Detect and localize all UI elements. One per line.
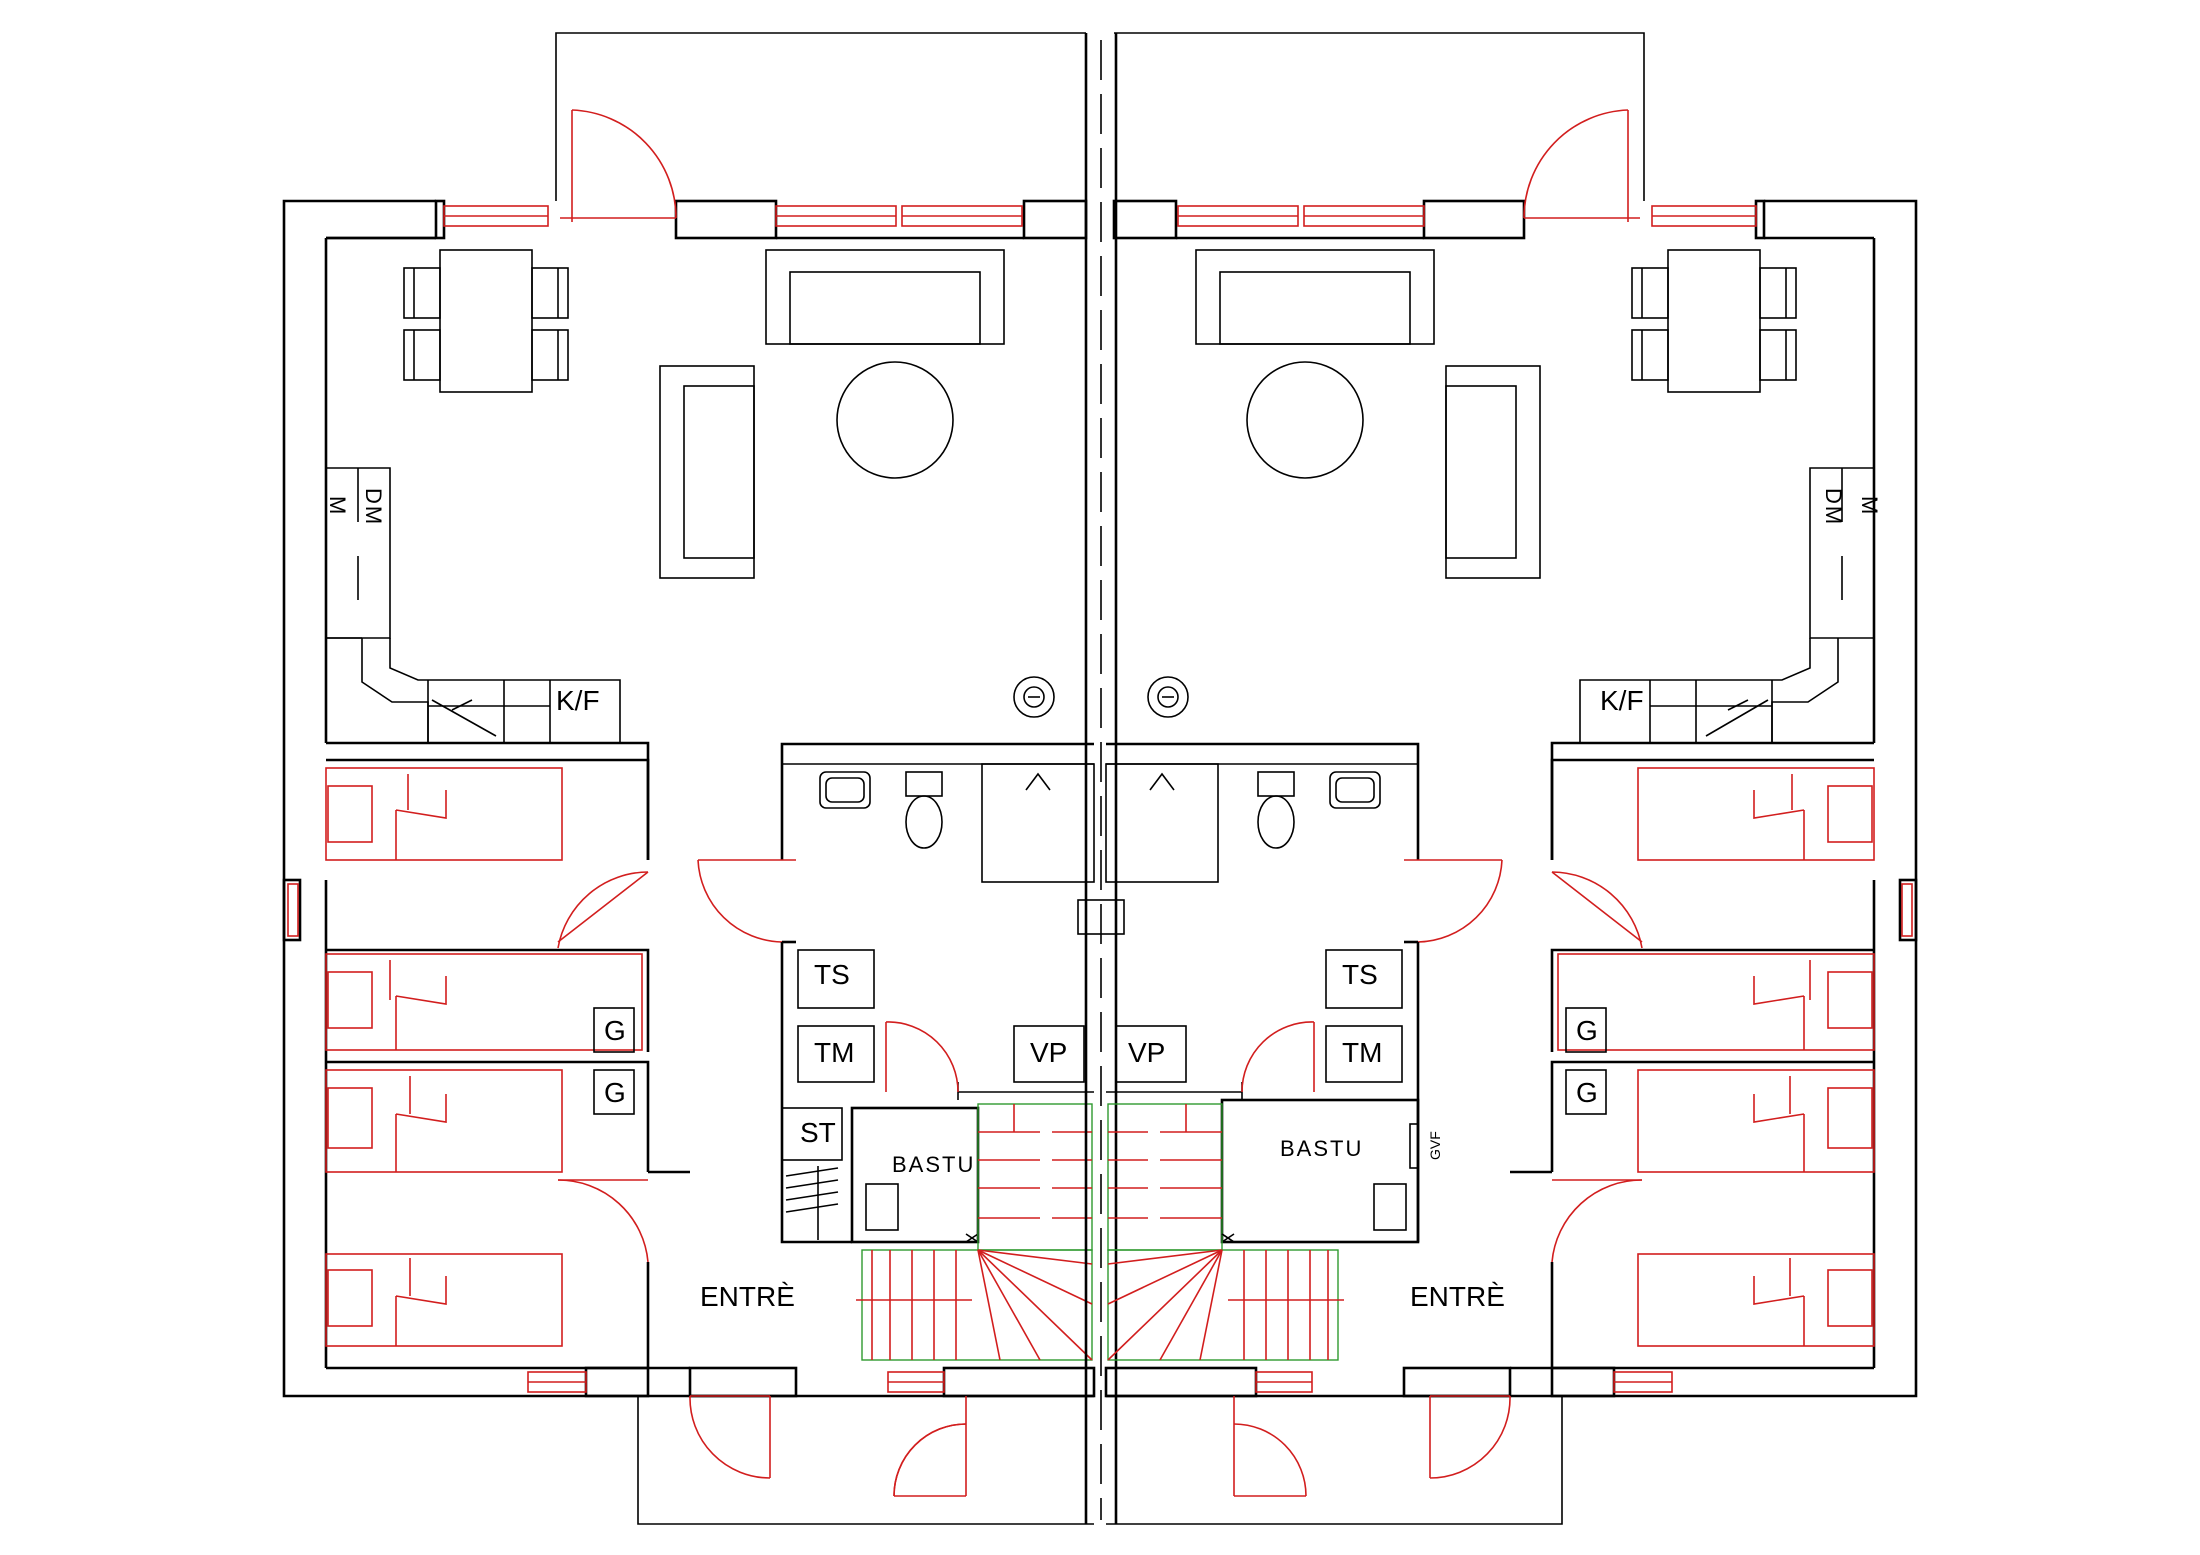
right-label-ts: TS <box>1342 959 1378 990</box>
left-label-entry: ENTRÈ <box>700 1281 795 1312</box>
left-bedroom-3 <box>325 1060 650 1173</box>
right-bedroom-1 <box>1550 758 1875 861</box>
left-label-g2: G <box>604 1077 626 1108</box>
right-window-n2 <box>1177 205 1299 227</box>
left-label-tm: TM <box>814 1037 854 1068</box>
right-bathroom <box>1105 742 1420 883</box>
right-label-g1: G <box>1576 1015 1598 1046</box>
left-label-vp: VP <box>1030 1037 1067 1068</box>
right-window-n1 <box>1303 205 1425 227</box>
left-north-porch <box>555 32 1087 238</box>
left-door-north <box>560 109 677 222</box>
left-heater-stairs <box>785 1166 839 1240</box>
right-door-north <box>1523 109 1640 222</box>
left-window-west <box>287 883 299 937</box>
left-front-door <box>689 1395 771 1479</box>
right-round-table <box>1246 361 1364 479</box>
right-bedroom-1-door <box>1551 871 1643 949</box>
left-window-n2 <box>901 205 1023 227</box>
right-sofa-side <box>1445 365 1541 579</box>
left-south-porch <box>637 1396 1094 1525</box>
left-label-sauna: BASTU <box>892 1152 975 1177</box>
left-porch-door <box>893 1396 967 1497</box>
right-storage <box>1106 942 1420 1100</box>
right-north-porch <box>1114 32 1645 238</box>
left-label-st: ST <box>800 1117 836 1148</box>
unit-right: DM M K/F G <box>1104 32 1918 1525</box>
left-label-g1: G <box>604 1015 626 1046</box>
left-window-n1 <box>775 205 897 227</box>
left-sofa-top <box>765 249 1005 345</box>
right-sofa-top <box>1195 249 1435 345</box>
right-label-g2: G <box>1576 1077 1598 1108</box>
left-sofa-side <box>659 365 755 579</box>
right-label-entry: ENTRÈ <box>1410 1281 1505 1312</box>
left-bedroom-4 <box>325 1253 650 1368</box>
right-porch-door <box>1233 1396 1307 1497</box>
right-label-kf: K/F <box>1600 685 1644 716</box>
left-south-wall <box>527 1366 1096 1398</box>
right-front-door <box>1429 1395 1511 1479</box>
right-window-ne <box>1651 205 1757 227</box>
right-label-gvf: GVF <box>1427 1131 1443 1160</box>
right-window-east <box>1901 883 1913 937</box>
right-sauna <box>1220 1098 1420 1244</box>
right-label-m: M <box>1857 496 1882 516</box>
left-label-m: M <box>325 496 350 516</box>
right-bedroom-2 <box>1550 948 1875 1053</box>
right-bedroom-2-3-door <box>1551 1179 1643 1263</box>
left-window-nw <box>443 205 549 227</box>
right-kitchen <box>1579 467 1874 743</box>
right-label-sauna: BASTU <box>1280 1136 1363 1161</box>
center-porch-door-left <box>893 1423 967 1497</box>
party-wall <box>1077 33 1125 1524</box>
right-fireplace-icon <box>1147 676 1189 718</box>
right-bedroom-3 <box>1550 1060 1875 1173</box>
left-label-kf: K/F <box>556 685 600 716</box>
right-label-vp: VP <box>1128 1037 1165 1068</box>
right-label-dm: DM <box>1821 488 1846 526</box>
right-bedroom-4 <box>1550 1253 1875 1368</box>
right-staircase <box>1107 1103 1344 1361</box>
left-bedroom-1 <box>325 758 650 861</box>
left-dining-table <box>403 249 569 393</box>
left-label-ts: TS <box>814 959 850 990</box>
right-label-tm: TM <box>1342 1037 1382 1068</box>
left-kitchen <box>326 467 621 743</box>
right-bathroom-door <box>1404 859 1503 943</box>
left-staircase <box>856 1103 1093 1361</box>
left-bathroom-door <box>697 859 796 943</box>
unit-left: M DM K/F G <box>282 32 1096 1525</box>
right-dining-table <box>1631 249 1797 393</box>
left-round-table <box>836 361 954 479</box>
left-bedroom-1-door <box>557 871 649 949</box>
right-storage-door <box>1241 1021 1315 1093</box>
right-south-porch <box>1106 1396 1563 1525</box>
left-north-wall <box>326 199 1088 240</box>
left-storage-door <box>885 1021 959 1093</box>
left-fireplace-icon <box>1013 676 1055 718</box>
right-hall-walls <box>1404 940 1552 1242</box>
left-hall-walls <box>648 940 852 1244</box>
left-bedroom-2 <box>325 948 650 1053</box>
left-bedroom-2-3-door <box>557 1179 649 1263</box>
left-bathroom <box>780 742 1095 883</box>
left-label-dm: DM <box>361 488 386 526</box>
right-south-wall <box>1104 1366 1673 1398</box>
left-storage <box>780 942 1094 1161</box>
